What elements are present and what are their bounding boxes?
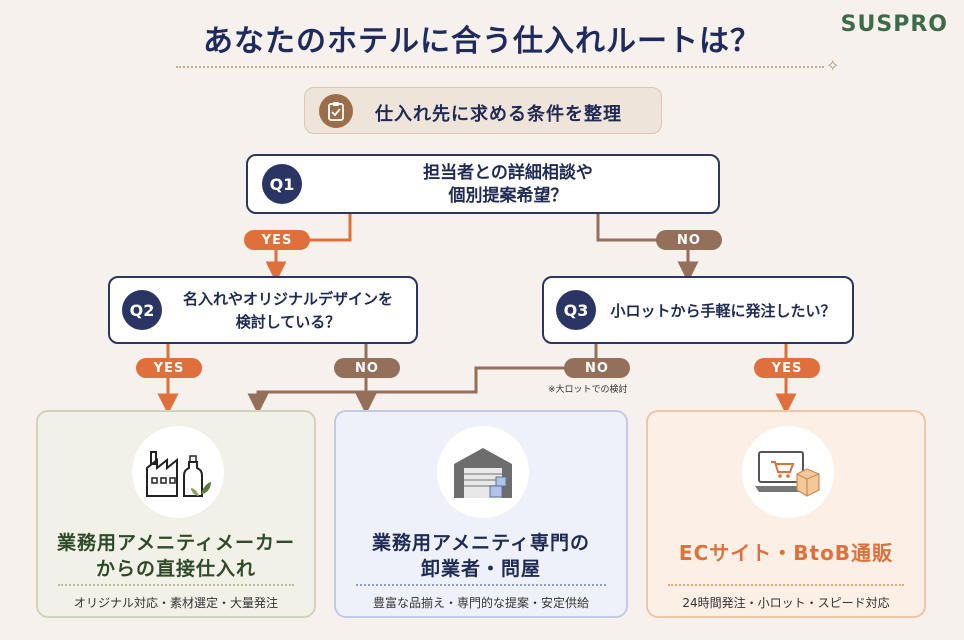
- q1-text-line1: 担当者との詳細相談や: [423, 163, 593, 183]
- result-2-divider: [356, 584, 606, 586]
- title-divider: [176, 66, 824, 68]
- result-2-footer: 豊富な品揃え・専門的な提案・安定供給: [372, 596, 589, 610]
- result-3-title-line1: ECサイト・BtoB通販: [678, 541, 894, 565]
- q1-badge: Q1: [262, 164, 302, 204]
- result-1-footer: オリジナル対応・素材選定・大量発注: [73, 596, 278, 610]
- q2-no-pill: NO: [334, 358, 400, 378]
- q3-no-note: ※大ロットでの検討: [548, 385, 628, 395]
- result-1-title-line2: からの直接仕入れ: [95, 558, 256, 580]
- result-3-divider: [668, 584, 904, 586]
- result-1-divider: [58, 584, 294, 586]
- clipboard-icon: [319, 94, 353, 128]
- result-card-wholesaler: 業務用アメニティ専門の 卸業者・問屋 豊富な品揃え・専門的な提案・安定供給: [334, 410, 628, 618]
- start-label: 仕入れ先に求める条件を整理: [375, 104, 622, 125]
- question-q2: Q2 名入れやオリジナルデザインを 検討している？: [108, 276, 418, 344]
- warehouse-icon: [437, 426, 529, 518]
- result-2-title-line2: 卸業者・問屋: [420, 558, 541, 580]
- start-step: 仕入れ先に求める条件を整理: [304, 87, 662, 134]
- result-card-manufacturer: 業務用アメニティメーカー からの直接仕入れ オリジナル対応・素材選定・大量発注: [36, 410, 316, 618]
- result-2-title-line1: 業務用アメニティ専門の: [372, 532, 590, 554]
- q2-text-line1: 名入れやオリジナルデザインを: [182, 290, 393, 308]
- brand-logo: SUSPRO: [840, 12, 948, 37]
- q1-yes-line: [265, 214, 352, 283]
- result-card-ec: ECサイト・BtoB通販 24時間発注・小ロット・スピード対応: [646, 410, 926, 618]
- result-3-footer: 24時間発注・小ロット・スピード対応: [682, 596, 890, 610]
- q3-no-line: [247, 344, 598, 415]
- q1-text-line2: 個別提案希望？: [448, 186, 568, 206]
- q2-badge: Q2: [122, 290, 162, 330]
- q3-yes-pill: YES: [754, 358, 820, 378]
- sparkle-icon: ✧: [826, 56, 840, 75]
- q2-yes-pill: YES: [136, 358, 202, 378]
- question-q1: Q1 担当者との詳細相談や 個別提案希望？: [246, 154, 720, 214]
- q3-no-pill: NO: [564, 358, 630, 378]
- q1-yes-pill: YES: [244, 230, 310, 250]
- page-title: あなたのホテルに合う仕入れルートは？: [203, 24, 761, 59]
- q1-no-pill: NO: [656, 230, 722, 250]
- laptop-cart-box-icon: [742, 426, 834, 518]
- factory-bottle-leaf-icon: [132, 426, 224, 518]
- q3-text-line1: 小ロットから手軽に発注したい？: [610, 302, 836, 320]
- q1-no-line: [596, 214, 699, 283]
- question-q3: Q3 小ロットから手軽に発注したい？: [542, 276, 854, 344]
- q3-badge: Q3: [556, 290, 596, 330]
- result-1-title-line1: 業務用アメニティメーカー: [57, 532, 295, 554]
- q2-text-line2: 検討している？: [235, 313, 341, 331]
